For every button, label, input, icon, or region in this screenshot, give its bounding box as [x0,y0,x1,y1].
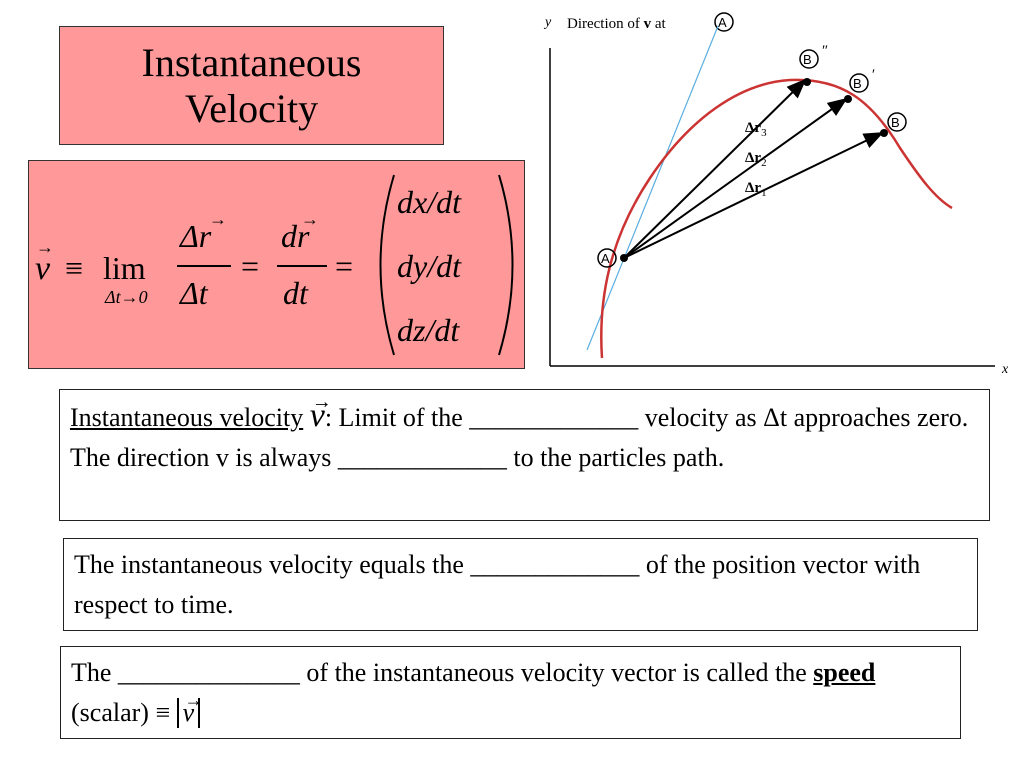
formula-lim: lim [103,250,146,286]
point-b-label: B [891,115,900,130]
y-axis-label: y [543,15,552,30]
formula-eq2: = [335,248,353,284]
point-a-label-top: A [718,15,727,30]
formula-num2-arrow: → [301,209,319,229]
tangent-line [586,25,719,351]
speed-text-pre: The ______________ of the instantaneous … [71,658,807,687]
speed-term: speed [813,658,876,687]
delta-r3-label: Δr3 [745,120,767,139]
formula-v: v [35,250,51,287]
formula-equiv: ≡ [65,250,83,286]
title-box: Instantaneous Velocity [59,26,444,145]
point-b2-dot [803,78,811,86]
point-a-label: A [601,251,610,266]
point-b2-label: B [803,52,812,67]
direction-label: Direction of v at [567,16,667,32]
formula-den1: Δt [178,275,209,311]
derivative-box: The instantaneous velocity equals the __… [63,538,978,631]
point-b-circle [887,112,907,132]
point-b-dot [880,129,888,137]
definition-text: : Limit of the _____________ velocity as… [70,403,969,472]
formula-row3: dz/dt [397,312,460,348]
right-paren [498,174,514,356]
point-b1-label: B [853,76,862,91]
speed-text-post: (scalar) [71,698,149,727]
speed-equiv: ≡ [155,698,171,727]
speed-abs-v: v→ [176,690,203,728]
slide-title: Instantaneous Velocity [141,39,362,131]
formula-den2: dt [283,275,309,311]
x-axis-label: x [1001,362,1009,377]
trajectory-diagram: y x Direction of v at A A B ″ B ′ B Δr3 … [543,12,1009,377]
trajectory-curve [600,78,953,359]
velocity-formula-box: v → ≡ lim Δt→0 Δr → Δt = dr → dt = dx/dt… [28,160,525,369]
formula-v-arrow: → [36,237,54,257]
point-b2-circle [799,49,819,69]
point-b1-circle [849,73,869,93]
point-a-dot [620,254,628,262]
point-b1-dot [844,95,852,103]
formula-lim-sub: Δt→0 [104,287,148,307]
point-a-marker-top [714,12,734,32]
definition-label: Instantaneous velocity [70,403,304,432]
formula-num1-arrow: → [209,209,227,229]
delta-r1-label: Δr1 [745,180,767,199]
velocity-formula: v → ≡ lim Δt→0 Δr → Δt = dr → dt = dx/dt… [35,174,514,356]
delta-r2-label: Δr2 [745,150,767,169]
speed-box: The ______________ of the instantaneous … [60,646,961,739]
formula-row2: dy/dt [397,248,462,284]
delta-r1-arrow [623,132,884,259]
formula-row1: dx/dt [397,184,462,220]
point-b2-mark: ″ [821,43,828,59]
delta-r3-arrow [623,78,807,259]
formula-num2: dr [281,218,310,254]
derivative-text: The instantaneous velocity equals the __… [74,550,921,619]
left-paren [379,174,395,356]
delta-r2-arrow [623,97,848,259]
formula-num1: Δr [178,218,212,254]
definition-box: Instantaneous velocity v→: Limit of the … [59,389,990,521]
point-a-circle [597,248,617,268]
v-vector-symbol: v→ [309,391,332,434]
formula-eq1: = [241,248,259,284]
point-b1-mark: ′ [871,67,875,83]
